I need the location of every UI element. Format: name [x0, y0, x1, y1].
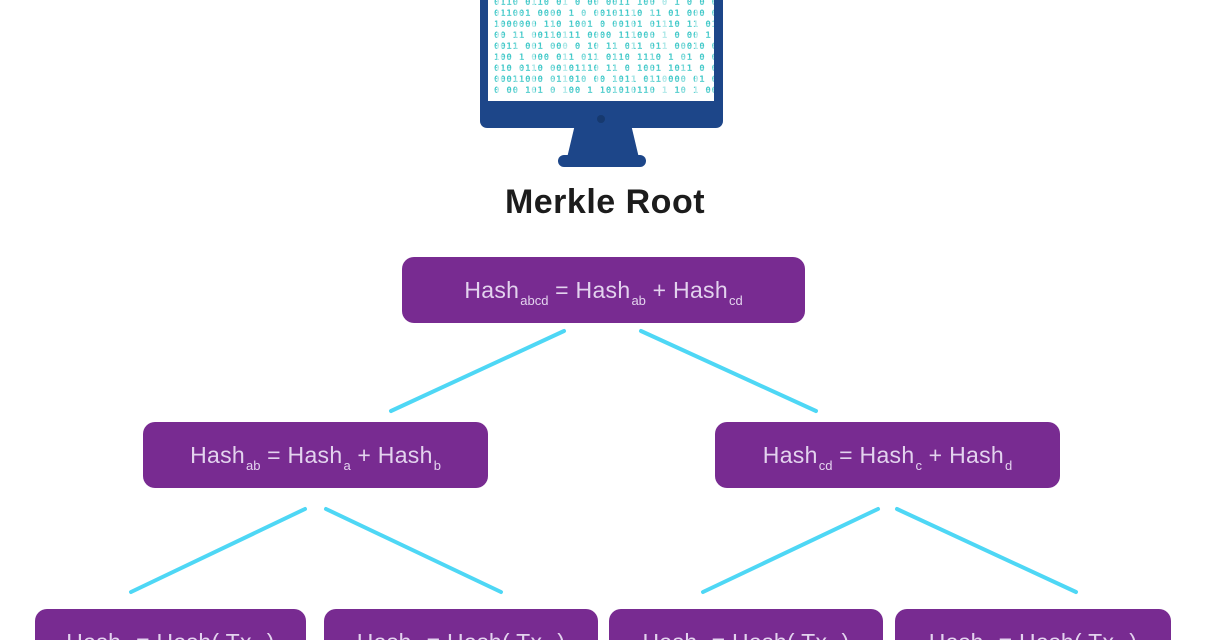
connector-root-to-ab: [389, 329, 566, 413]
hash-node-cd: Hashcd = Hashc + Hashd: [715, 422, 1060, 488]
hash-node-leaf-a: Hasha = Hash( Txa ): [35, 609, 306, 640]
hash-node-leaf-b: Hashb = Hash( Txb ): [324, 609, 598, 640]
connector-cd-to-c: [701, 507, 880, 594]
hash-node-leaf-d: Hashd = Hash( Txd ): [895, 609, 1171, 640]
connector-root-to-cd: [639, 329, 818, 413]
monitor-camera-dot: [597, 115, 605, 123]
monitor-stand-base: [558, 155, 646, 167]
connector-cd-to-d: [895, 507, 1078, 594]
connector-ab-to-b: [324, 507, 503, 594]
connector-ab-to-a: [129, 507, 307, 594]
hash-node-leaf-c: Hashc = Hash( Txc ): [609, 609, 883, 640]
monitor-stand-neck: [567, 128, 639, 156]
hash-node-ab: Hashab = Hasha + Hashb: [143, 422, 488, 488]
diagram-title: Merkle Root: [504, 183, 706, 221]
hash-node-root: Hashabcd = Hashab + Hashcd: [402, 257, 805, 323]
